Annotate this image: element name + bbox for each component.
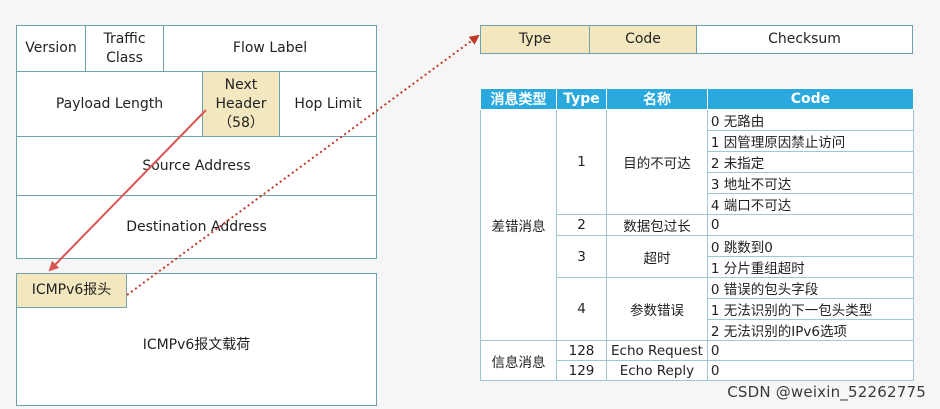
type-cell: 3 bbox=[556, 235, 607, 278]
code-cell: 0 无路由 bbox=[706, 109, 914, 131]
type-cell: 4 bbox=[556, 277, 607, 341]
icmp-field-code-label: Code bbox=[625, 31, 661, 47]
code-cell: 0 跳数到0 bbox=[706, 235, 914, 257]
field-traffic-class-label: Traffic Class bbox=[103, 30, 146, 66]
field-source-address-label: Source Address bbox=[142, 157, 251, 174]
code-cell: 1 分片重组超时 bbox=[706, 256, 914, 278]
table-row: 1 因管理原因禁止访问 bbox=[481, 130, 914, 152]
category-error: 差错消息 bbox=[480, 109, 557, 341]
icmp-message-table: 消息类型 Type 名称 Code 差错消息 1 目的不可达 0 无路由 1 因… bbox=[480, 88, 914, 381]
type-cell: 128 bbox=[556, 340, 607, 361]
code-cell: 0 bbox=[706, 360, 914, 381]
icmp-field-code: Code bbox=[589, 25, 697, 54]
name-cell: Echo Request bbox=[606, 340, 708, 361]
table-header-row: 消息类型 Type 名称 Code bbox=[480, 88, 914, 110]
icmp-field-checksum: Checksum bbox=[696, 25, 913, 54]
field-payload-length-label: Payload Length bbox=[55, 95, 164, 112]
field-version-label: Version bbox=[25, 40, 77, 56]
field-payload-length: Payload Length bbox=[16, 71, 203, 137]
code-cell: 0 错误的包头字段 bbox=[706, 277, 914, 299]
field-hop-limit-label: Hop Limit bbox=[294, 95, 362, 112]
watermark: CSDN @weixin_52262775 bbox=[727, 383, 926, 401]
icmp-field-checksum-label: Checksum bbox=[768, 31, 841, 47]
table-row: 129 Echo Reply 0 bbox=[481, 360, 914, 381]
header-code: Code bbox=[706, 88, 914, 110]
name-cell: 目的不可达 bbox=[606, 109, 708, 215]
code-cell: 1 因管理原因禁止访问 bbox=[706, 130, 914, 152]
header-type: Type bbox=[556, 88, 607, 110]
field-flow-label: Flow Label bbox=[163, 25, 377, 72]
table-row: 4 端口不可达 bbox=[481, 193, 914, 215]
field-traffic-class: Traffic Class bbox=[85, 25, 164, 72]
code-cell: 4 端口不可达 bbox=[706, 193, 914, 215]
field-next-header: Next Header （58） bbox=[202, 71, 280, 137]
type-cell: 1 bbox=[556, 109, 607, 215]
name-cell: 数据包过长 bbox=[606, 214, 708, 236]
header-message-type: 消息类型 bbox=[480, 88, 557, 110]
field-flow-label-label: Flow Label bbox=[232, 40, 308, 56]
table-row: 信息消息 128 Echo Request 0 bbox=[480, 340, 914, 381]
code-cell: 0 bbox=[706, 340, 914, 361]
field-hop-limit: Hop Limit bbox=[279, 71, 377, 137]
icmp-field-type: Type bbox=[480, 25, 590, 54]
code-cell: 3 地址不可达 bbox=[706, 172, 914, 194]
field-version: Version bbox=[16, 25, 86, 72]
table-row: 4 参数错误 0 错误的包头字段 bbox=[481, 277, 914, 341]
name-cell: 参数错误 bbox=[606, 277, 708, 341]
code-cell: 2 未指定 bbox=[706, 151, 914, 173]
name-cell: 超时 bbox=[606, 235, 708, 278]
icmpv6-header: ICMPv6报头 bbox=[16, 273, 127, 308]
name-cell: Echo Reply bbox=[606, 360, 708, 381]
code-cell: 2 无法识别的IPv6选项 bbox=[706, 319, 914, 341]
field-destination-address-label: Destination Address bbox=[126, 218, 267, 235]
type-cell: 129 bbox=[556, 360, 607, 381]
field-next-header-label: Next Header （58） bbox=[215, 76, 267, 131]
type-cell: 2 bbox=[556, 214, 607, 236]
code-cell: 0 bbox=[706, 214, 914, 236]
icmp-field-type-label: Type bbox=[518, 31, 552, 47]
field-destination-address: Destination Address bbox=[16, 195, 377, 259]
header-name: 名称 bbox=[606, 88, 708, 110]
table-row: 3 超时 0 跳数到0 bbox=[481, 235, 914, 278]
category-info: 信息消息 bbox=[480, 340, 557, 381]
field-source-address: Source Address bbox=[16, 136, 377, 196]
icmpv6-header-label: ICMPv6报头 bbox=[31, 282, 112, 298]
icmpv6-payload-label: ICMPv6报文载荷 bbox=[142, 337, 251, 353]
code-cell: 1 无法识别的下一包头类型 bbox=[706, 298, 914, 320]
table-row: 差错消息 1 目的不可达 0 无路由 bbox=[480, 109, 914, 341]
